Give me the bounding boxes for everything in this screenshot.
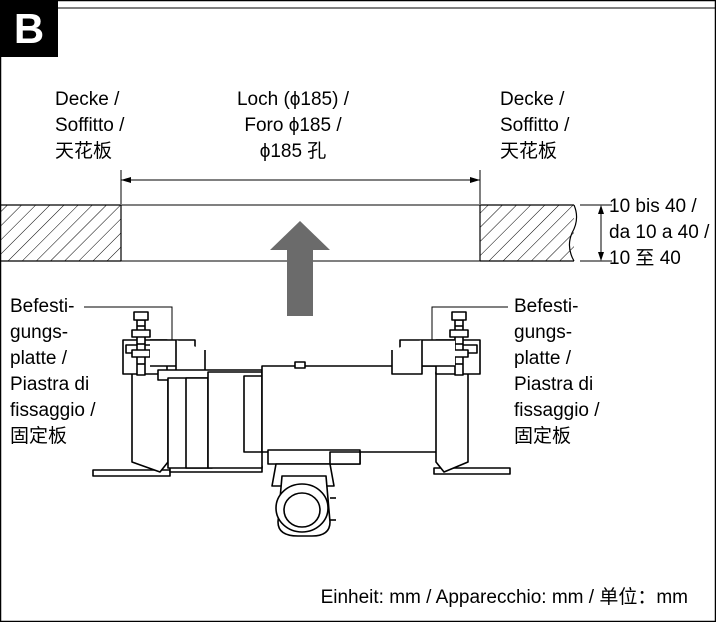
label-line: Befesti- — [10, 296, 75, 317]
thickness-label: 10 bis 40 / da 10 a 40 / 10 至 40 — [609, 194, 709, 272]
label-line: da 10 a 40 / — [609, 222, 710, 243]
label-line: platte / — [514, 348, 572, 369]
insert-direction-arrow — [270, 221, 330, 316]
section-badge: B — [0, 0, 58, 57]
fixing-plate-right-label: Befesti- gungs- platte / Piastra di fiss… — [514, 294, 600, 450]
ceiling-left-slab — [0, 204, 122, 262]
hole-dimension-line — [120, 170, 481, 204]
label-line: gungs- — [10, 322, 69, 343]
label-line: Loch (ϕ185) / — [236, 89, 350, 110]
label-line: Soffitto / — [55, 115, 125, 136]
label-line: platte / — [10, 348, 68, 369]
label-line: Piastra di — [10, 374, 90, 395]
label-line: 固定板 — [10, 426, 68, 447]
label-line: Befesti- — [514, 296, 579, 317]
label-line: Piastra di — [514, 374, 594, 395]
ceiling-right-label: Decke / Soffitto / 天花板 — [500, 87, 569, 165]
unit-note: Einheit: mm / Apparecchio: mm / 单位：mm — [320, 587, 688, 608]
label-line: 10 至 40 — [609, 248, 681, 269]
label-line: gungs- — [514, 322, 573, 343]
label-line: 10 bis 40 / — [609, 196, 697, 217]
fixing-plate-left-label: Befesti- gungs- platte / Piastra di fiss… — [10, 294, 96, 450]
label-line: Decke / — [55, 89, 120, 110]
label-line: 天花板 — [55, 141, 113, 162]
ceiling-right-slab — [479, 204, 578, 262]
thickness-dimension — [580, 204, 612, 262]
label-line: 固定板 — [514, 426, 572, 447]
label-line: fissaggio / — [10, 400, 96, 421]
hole-label: Loch (ϕ185) / Foro ϕ185 / ϕ185 孔 — [188, 87, 398, 165]
label-line: ϕ185 孔 — [259, 141, 327, 162]
camera-mount-assembly — [92, 311, 511, 537]
label-line: Soffitto / — [500, 115, 570, 136]
label-line: fissaggio / — [514, 400, 600, 421]
label-line: Foro ϕ185 / — [244, 115, 342, 136]
ceiling-left-label: Decke / Soffitto / 天花板 — [55, 87, 124, 165]
label-line: Decke / — [500, 89, 565, 110]
label-line: 天花板 — [500, 141, 558, 162]
